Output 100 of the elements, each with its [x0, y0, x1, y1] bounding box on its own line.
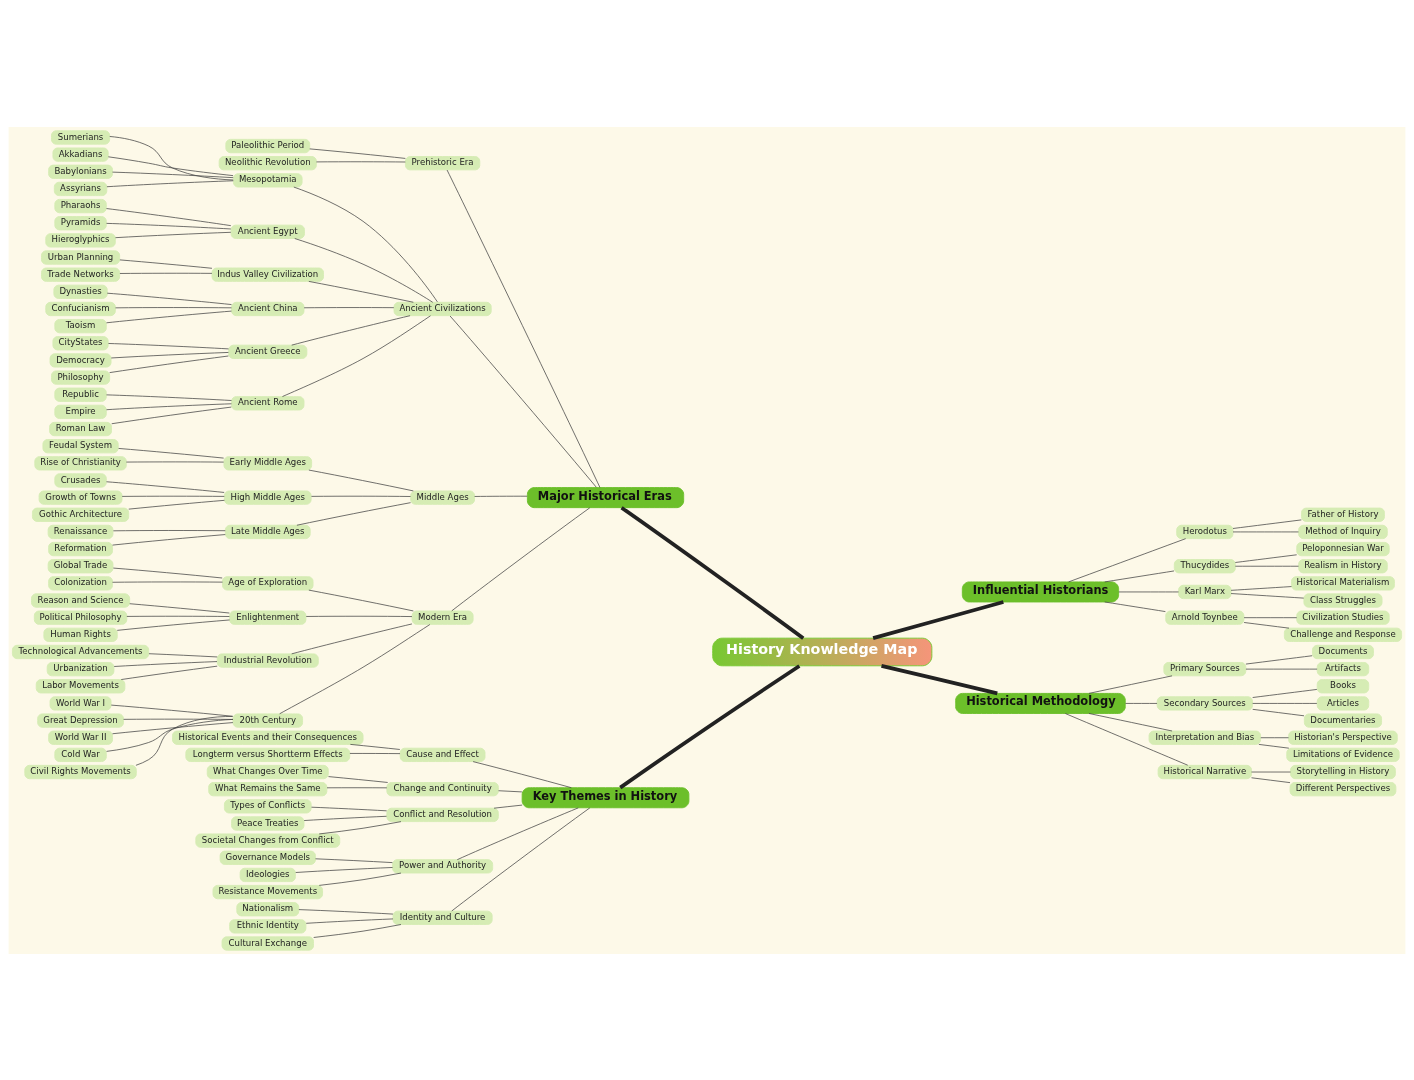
- connector: [451, 807, 591, 911]
- node-box: Human Rights: [43, 627, 118, 642]
- node-box: Colonization: [48, 575, 113, 590]
- node-box: Peloponnesian War: [1296, 541, 1390, 556]
- connector: [303, 306, 395, 308]
- node-box: Roman Law: [49, 421, 112, 436]
- node-box: Limitations of Evidence: [1286, 747, 1400, 762]
- node-box: Akkadians: [52, 147, 109, 162]
- connector: [1125, 702, 1158, 704]
- connector: [111, 406, 232, 424]
- node-box: Documentaries: [1303, 712, 1383, 728]
- connector: [106, 222, 232, 229]
- connector: [120, 665, 218, 680]
- node-box: Major Historical Eras: [526, 486, 685, 508]
- node-box: Technological Advancements: [11, 644, 150, 659]
- node-box: Hieroglyphics: [45, 232, 116, 248]
- connector: [1232, 519, 1302, 529]
- connector: [112, 721, 234, 734]
- connector: [1065, 712, 1189, 766]
- node-box: Articles: [1316, 695, 1370, 711]
- connector: [108, 342, 229, 349]
- node-box: Ethnic Identity: [229, 918, 307, 933]
- node-box: 20th Century: [232, 712, 304, 728]
- connector: [148, 652, 218, 657]
- connector: [308, 469, 414, 491]
- node-box: Civilization Studies: [1296, 610, 1390, 625]
- connector: [326, 786, 388, 788]
- node-box: Historical Materialism: [1291, 575, 1395, 590]
- connector: [498, 789, 523, 792]
- connector: [116, 619, 230, 631]
- node-box: Civil Rights Movements: [24, 764, 137, 779]
- connector: [1252, 702, 1318, 704]
- node-box: Different Perspectives: [1289, 781, 1397, 796]
- node-box: Cause and Effect: [399, 747, 486, 762]
- node-box: Rise of Christianity: [34, 455, 127, 470]
- connector: [1230, 592, 1305, 598]
- connector: [106, 292, 232, 305]
- node-box: Prehistoric Era: [404, 155, 481, 170]
- connector: [121, 495, 225, 497]
- node-box: Documents: [1312, 644, 1374, 659]
- connector: [1104, 570, 1175, 582]
- connector: [446, 169, 601, 488]
- node-box: Ideologies: [239, 867, 296, 882]
- node-box: Historian's Perspective: [1288, 730, 1398, 745]
- node-box: Reformation: [48, 541, 113, 556]
- connector: [291, 314, 411, 346]
- connector: [881, 663, 998, 695]
- node-box: Societal Changes from Conflict: [195, 832, 341, 848]
- node-box: Method of Inquiry: [1298, 524, 1388, 539]
- node-box: Great Depression: [37, 712, 124, 728]
- connector: [308, 589, 414, 611]
- node-box: Urbanization: [46, 661, 115, 676]
- connector: [115, 306, 232, 308]
- node-box: Cultural Exchange: [221, 935, 314, 951]
- node-box: What Remains the Same: [208, 781, 328, 796]
- node-box: Herodotus: [1176, 524, 1234, 539]
- node-box: Ancient Rome: [231, 395, 305, 410]
- node-box: Assyrians: [53, 181, 108, 196]
- connector: [112, 581, 223, 583]
- connector: [619, 663, 801, 789]
- node-box: Resistance Movements: [212, 884, 324, 899]
- connector: [1243, 616, 1298, 618]
- connector: [1234, 553, 1298, 563]
- node-box: Paleolithic Period: [225, 138, 311, 153]
- connector: [291, 623, 413, 654]
- node-box: Nationalism: [236, 901, 300, 916]
- connector: [303, 815, 387, 821]
- connector: [318, 872, 402, 886]
- connector: [119, 259, 213, 269]
- node-box: Ancient Egypt: [230, 224, 305, 239]
- node-box: Historical Narrative: [1157, 764, 1252, 779]
- connector: [110, 351, 229, 358]
- node-box: Pyramids: [54, 215, 107, 230]
- node-box: Sumerians: [51, 129, 111, 145]
- node-box: Pharaohs: [54, 198, 107, 213]
- node-box: Early Middle Ages: [223, 455, 313, 470]
- node-box: Gothic Architecture: [31, 507, 130, 522]
- node-box: Reason and Science: [31, 592, 131, 608]
- connector: [1104, 601, 1166, 612]
- node-box: Karl Marx: [1178, 584, 1232, 599]
- connector: [311, 495, 411, 497]
- node-box: High Middle Ages: [223, 490, 312, 505]
- connector: [872, 599, 1004, 640]
- connector: [106, 402, 232, 410]
- node-box: Artifacts: [1316, 661, 1370, 676]
- connector: [298, 908, 394, 914]
- connector: [113, 529, 226, 531]
- connector: [313, 923, 402, 938]
- connector: [311, 806, 388, 811]
- connector: [1234, 565, 1299, 567]
- node-box: Republic: [54, 387, 107, 402]
- connector: [295, 866, 393, 873]
- node-box: Historical Methodology: [955, 692, 1126, 714]
- node-box: Indus Valley Civilization: [211, 267, 324, 282]
- connector: [1260, 736, 1289, 738]
- connector: [318, 820, 402, 834]
- node-box: Philosophy: [51, 369, 111, 385]
- node-box: Crusades: [54, 472, 107, 488]
- node-box: Modern Era: [411, 610, 474, 625]
- connector: [109, 355, 229, 373]
